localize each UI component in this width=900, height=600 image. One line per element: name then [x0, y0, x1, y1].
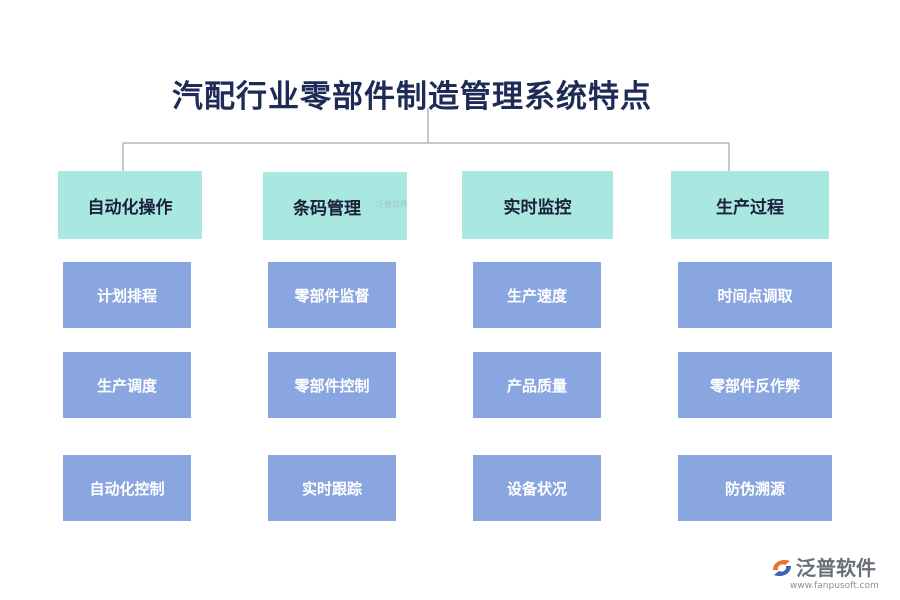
item-production-dispatch: 生产调度	[63, 352, 191, 418]
item-plan-scheduling: 计划排程	[63, 262, 191, 328]
column-header-automation: 自动化操作	[58, 171, 202, 239]
item-realtime-tracking: 实时跟踪	[268, 455, 396, 521]
logo-name: 泛普软件	[796, 556, 876, 580]
column-header-monitoring: 实时监控	[462, 171, 613, 239]
item-production-speed: 生产速度	[473, 262, 601, 328]
watermark-small: 泛普软件	[376, 200, 408, 209]
item-parts-supervision: 零部件监督	[268, 262, 396, 328]
logo-mark-icon	[773, 560, 791, 576]
item-anti-counterfeit-traceability: 防伪溯源	[678, 455, 832, 521]
item-time-point-retrieval: 时间点调取	[678, 262, 832, 328]
brand-logo: 泛普软件 www.fanpusoft.com	[770, 554, 895, 596]
item-automation-control: 自动化控制	[63, 455, 191, 521]
logo-url: www.fanpusoft.com	[790, 581, 879, 591]
item-parts-anti-cheating: 零部件反作弊	[678, 352, 832, 418]
diagram-title: 汽配行业零部件制造管理系统特点	[172, 79, 652, 115]
item-product-quality: 产品质量	[473, 352, 601, 418]
item-parts-control: 零部件控制	[268, 352, 396, 418]
item-equipment-status: 设备状况	[473, 455, 601, 521]
column-header-production: 生产过程	[671, 171, 829, 239]
column-header-barcode: 条码管理	[263, 172, 407, 240]
